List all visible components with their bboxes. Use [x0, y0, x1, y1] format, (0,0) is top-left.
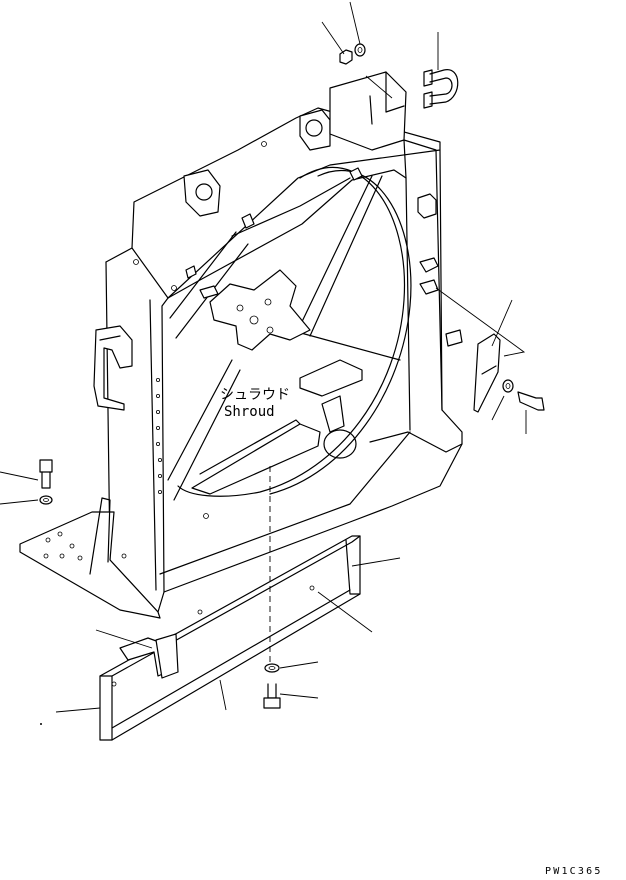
figure-code: PW1C365 — [545, 866, 603, 877]
bolt-and-washer-right — [491, 379, 545, 434]
shroud-label-jp: シュラウド — [220, 387, 290, 403]
side-plate-right — [435, 287, 526, 413]
nut-and-washer-top — [321, 1, 393, 99]
bolt-and-washer-left — [0, 459, 53, 505]
radiator-frame — [105, 71, 463, 613]
bolt-and-washer-bottom — [263, 661, 319, 709]
u-bolt — [423, 32, 459, 109]
base-plate-left — [19, 497, 161, 619]
shroud-label-en: Shroud — [224, 404, 275, 420]
lower-cover-plate — [55, 535, 401, 741]
hose-bracket-left — [93, 325, 133, 411]
mark-dot — [40, 723, 42, 725]
